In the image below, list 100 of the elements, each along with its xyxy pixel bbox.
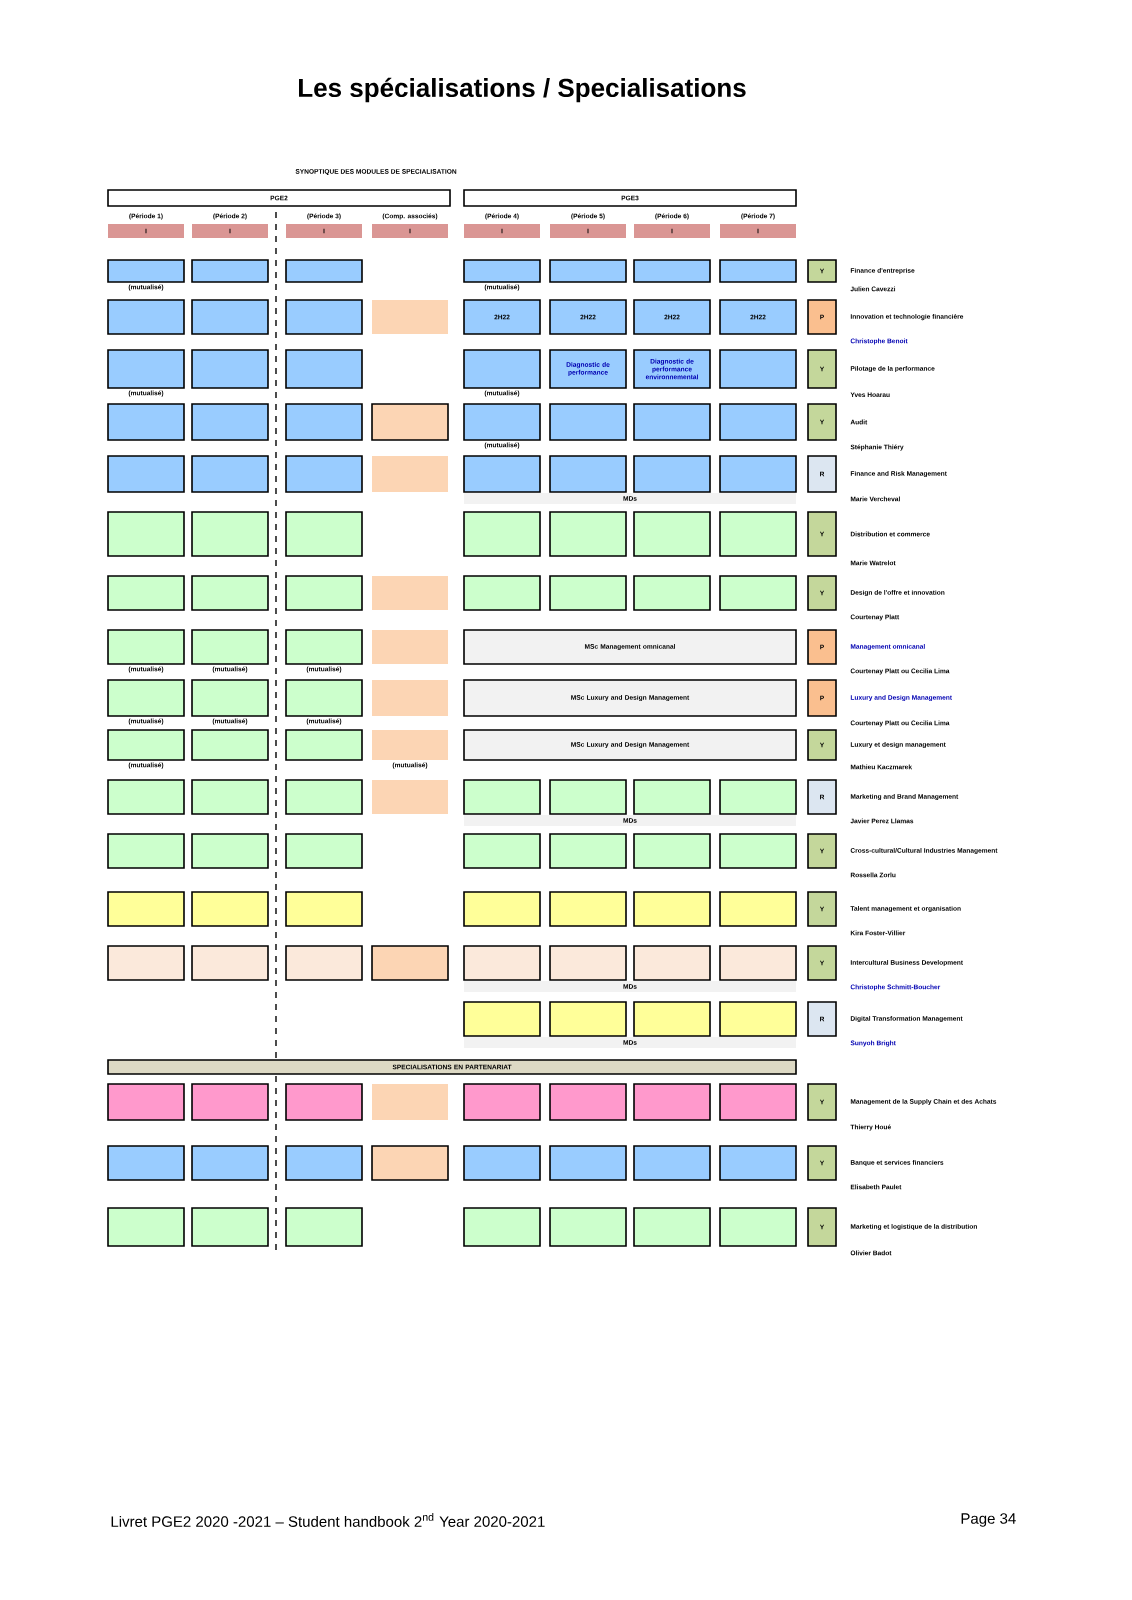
module-cell — [191, 349, 269, 389]
module-cell — [107, 455, 185, 493]
page-title: Les spécialisations / Specialisations — [299, 77, 746, 103]
module-cell — [191, 455, 269, 493]
module-cell — [633, 1083, 711, 1121]
module-cell — [633, 1207, 711, 1247]
complement-cell — [371, 1145, 449, 1181]
module-cell — [633, 1001, 711, 1037]
module-cell — [549, 403, 627, 441]
module-cell — [633, 575, 711, 611]
module-cell — [719, 1083, 797, 1121]
module-cell — [719, 259, 797, 283]
module-cell — [285, 729, 363, 761]
module-cell — [549, 945, 627, 981]
module-cell — [191, 779, 269, 815]
module-cell — [191, 575, 269, 611]
complement-cell — [372, 456, 448, 492]
module-cell — [633, 259, 711, 283]
module-cell — [719, 779, 797, 815]
module-cell — [549, 455, 627, 493]
module-cell — [191, 1145, 269, 1181]
module-cell — [549, 1083, 627, 1121]
module-cell — [549, 575, 627, 611]
module-cell — [107, 729, 185, 761]
module-cell — [285, 511, 363, 557]
module-cell — [107, 629, 185, 665]
module-cell — [463, 1207, 541, 1247]
module-cell — [549, 1145, 627, 1181]
module-cell — [285, 1207, 363, 1247]
module-cell — [549, 779, 627, 815]
module-cell — [191, 833, 269, 869]
module-cell — [107, 891, 185, 927]
module-cell — [719, 891, 797, 927]
module-cell — [633, 403, 711, 441]
module-cell — [549, 511, 627, 557]
complement-cell — [372, 576, 448, 610]
complement-cell — [371, 403, 449, 441]
module-cell — [285, 299, 363, 335]
module-cell — [463, 945, 541, 981]
module-cell — [719, 1145, 797, 1181]
complement-cell — [371, 945, 449, 981]
module-cell — [719, 511, 797, 557]
module-cell — [191, 259, 269, 283]
complement-cell — [372, 1084, 448, 1120]
module-cell — [107, 833, 185, 869]
module-cell — [633, 779, 711, 815]
module-cell — [719, 403, 797, 441]
module-cell — [549, 1001, 627, 1037]
module-cell — [107, 259, 185, 283]
module-cell — [463, 511, 541, 557]
module-cell — [285, 1145, 363, 1181]
complement-cell — [372, 680, 448, 716]
module-cell — [633, 891, 711, 927]
module-cell — [463, 1145, 541, 1181]
module-cell — [463, 891, 541, 927]
module-cell — [191, 629, 269, 665]
module-cell — [633, 455, 711, 493]
module-cell — [285, 259, 363, 283]
module-cell — [285, 891, 363, 927]
module-cell — [107, 575, 185, 611]
module-cell — [191, 679, 269, 717]
complement-cell — [372, 300, 448, 334]
module-cell — [463, 779, 541, 815]
module-cell — [285, 833, 363, 869]
module-cell — [285, 455, 363, 493]
module-cell — [107, 945, 185, 981]
module-cell — [191, 729, 269, 761]
module-cell — [719, 349, 797, 389]
module-cell — [549, 259, 627, 283]
module-cell — [285, 1083, 363, 1121]
module-cell — [285, 945, 363, 981]
module-cell — [107, 299, 185, 335]
module-cell — [633, 833, 711, 869]
module-cell — [191, 891, 269, 927]
module-cell — [107, 779, 185, 815]
module-cell — [719, 1207, 797, 1247]
module-cell — [719, 1001, 797, 1037]
module-cell — [107, 1083, 185, 1121]
module-cell — [633, 511, 711, 557]
module-cell — [285, 349, 363, 389]
complement-cell — [372, 780, 448, 814]
module-cell — [463, 575, 541, 611]
module-cell — [191, 299, 269, 335]
module-cell — [463, 833, 541, 869]
module-cell — [191, 1083, 269, 1121]
module-cell — [463, 349, 541, 389]
module-cell — [719, 833, 797, 869]
module-cell — [107, 1145, 185, 1181]
module-cell — [719, 455, 797, 493]
module-cell — [107, 511, 185, 557]
module-cell — [191, 511, 269, 557]
module-cell — [191, 403, 269, 441]
module-cell — [549, 1207, 627, 1247]
module-cell — [191, 1207, 269, 1247]
module-cell — [719, 945, 797, 981]
complement-cell — [372, 730, 448, 760]
module-cell — [633, 1145, 711, 1181]
module-cell — [107, 1207, 185, 1247]
module-cell — [285, 679, 363, 717]
module-cell — [107, 679, 185, 717]
